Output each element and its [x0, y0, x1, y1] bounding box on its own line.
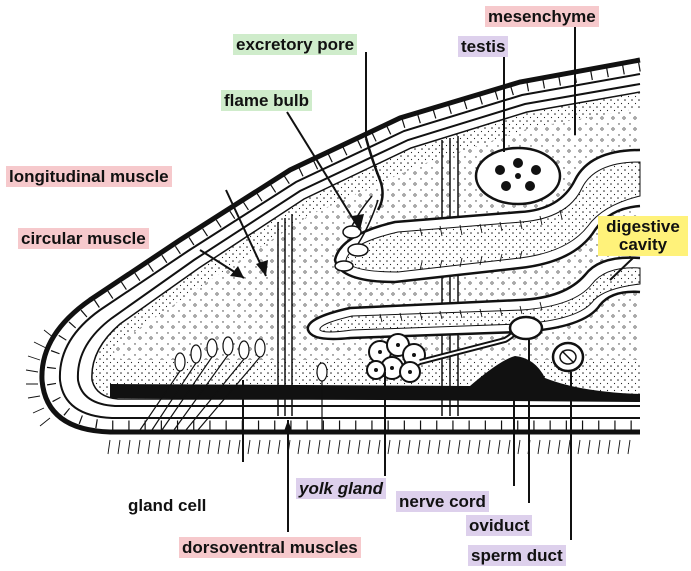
- label-gland-cell: gland cell: [125, 495, 209, 516]
- label-flame-bulb: flame bulb: [221, 90, 312, 111]
- label-sperm-duct: sperm duct: [468, 545, 566, 566]
- sperm-duct-shape: [553, 343, 583, 371]
- label-digestive-cavity-line2: cavity: [602, 236, 684, 254]
- testis-shape: [476, 148, 560, 204]
- label-yolk-gland: yolk gland: [296, 478, 386, 499]
- label-excretory-pore: excretory pore: [233, 34, 357, 55]
- label-dorsoventral-muscles: dorsoventral muscles: [179, 537, 361, 558]
- label-digestive-cavity-line1: digestive: [602, 218, 684, 236]
- label-mesenchyme: mesenchyme: [485, 6, 599, 27]
- label-longitudinal-muscle: longitudinal muscle: [6, 166, 172, 187]
- label-oviduct: oviduct: [466, 515, 532, 536]
- label-testis: testis: [458, 36, 508, 57]
- label-digestive-cavity: digestive cavity: [598, 216, 688, 256]
- label-nerve-cord: nerve cord: [396, 491, 489, 512]
- label-circular-muscle: circular muscle: [18, 228, 149, 249]
